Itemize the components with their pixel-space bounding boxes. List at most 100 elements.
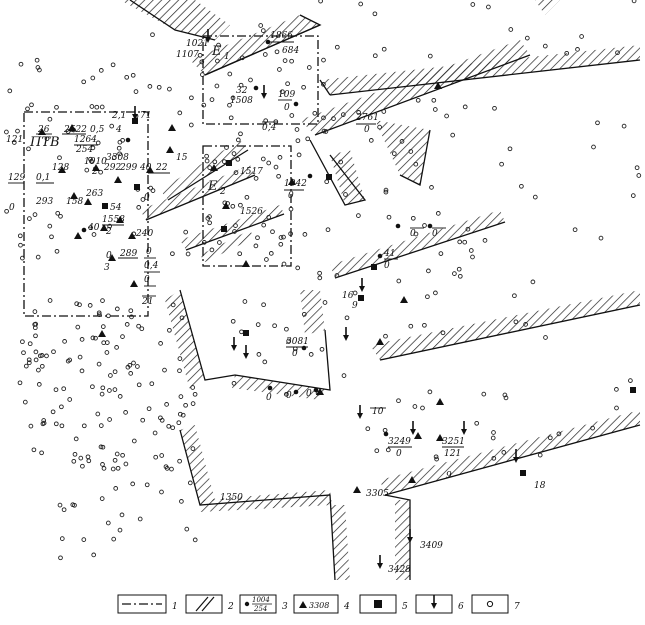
sample-point-icon — [162, 367, 167, 373]
label: 3308 — [106, 153, 129, 163]
label: 2522 — [63, 125, 87, 135]
sample-point-icon — [341, 373, 347, 378]
sample-point-icon — [110, 62, 116, 68]
sample-point-icon — [95, 411, 101, 417]
sample-point-icon — [107, 388, 112, 393]
sample-point-icon — [152, 430, 158, 436]
sample-point-icon — [15, 128, 20, 134]
label: 32 — [236, 86, 248, 96]
sample-point-icon — [260, 156, 266, 162]
label: 254 — [75, 145, 93, 155]
sample-point-icon — [170, 425, 176, 431]
sample-point-icon — [470, 2, 476, 7]
sample-point-icon — [167, 327, 172, 333]
sample-point-icon — [164, 466, 170, 471]
sample-point-icon — [39, 450, 44, 456]
sample-point-icon — [272, 323, 277, 329]
label: 0 — [396, 449, 402, 459]
sample-point-icon — [450, 132, 456, 138]
sample-point-icon — [204, 153, 209, 159]
sample-point-icon — [58, 213, 63, 219]
sample-point-icon — [189, 95, 194, 101]
label: 0 — [144, 275, 150, 285]
sample-point-icon — [179, 499, 184, 504]
sample-point-icon — [89, 104, 95, 109]
sample-point-icon — [412, 404, 418, 409]
sample-point-icon — [207, 165, 213, 170]
sample-point-icon — [426, 268, 431, 274]
sample-point-icon — [513, 319, 519, 325]
sample-point-icon — [492, 105, 497, 111]
dot-icon — [244, 601, 250, 607]
sample-point-icon — [109, 123, 115, 129]
sample-point-icon — [90, 384, 95, 390]
sample-point-icon — [431, 97, 437, 103]
label: 10 — [372, 407, 384, 417]
sample-point-icon — [31, 447, 37, 453]
sample-point-icon — [90, 335, 96, 341]
sample-point-icon — [263, 118, 269, 124]
sample-point-icon — [239, 329, 244, 335]
sample-point-icon — [77, 302, 82, 308]
sample-point-icon — [352, 290, 358, 296]
sample-point-icon — [188, 122, 194, 128]
sample-point-icon — [572, 227, 578, 233]
label: 3428 — [388, 565, 411, 575]
sample-point-icon — [356, 213, 361, 218]
sample-point-icon — [499, 161, 504, 167]
label: 0 — [266, 393, 272, 403]
label: 1264 — [74, 135, 97, 145]
sample-point-icon — [98, 444, 104, 450]
sample-point-icon — [22, 399, 28, 405]
sample-point-icon — [523, 322, 528, 327]
sample-point-icon — [113, 486, 119, 491]
label: 2,1 — [111, 111, 126, 121]
sample-point-icon — [44, 353, 49, 359]
sample-point-icon — [90, 145, 96, 151]
sample-point-icon — [86, 458, 92, 464]
sample-point-icon — [325, 227, 331, 233]
sample-point-icon — [37, 353, 43, 359]
sample-point-icon — [91, 232, 97, 237]
label: 0,1 — [36, 173, 50, 183]
sample-point-icon — [80, 463, 85, 469]
sample-point-icon — [114, 345, 119, 350]
legend: 1 2 1004 254 3 3308 4 5 6 7 — [117, 594, 520, 614]
sample-point-icon — [537, 452, 543, 458]
sample-point-icon — [230, 203, 236, 209]
sample-point-icon — [386, 214, 392, 220]
sample-point-icon — [170, 302, 176, 308]
sample-point-icon — [192, 391, 198, 397]
sample-point-icon — [372, 11, 378, 17]
sample-point-icon — [323, 129, 329, 134]
sample-point-icon — [158, 415, 163, 421]
label: 1517 — [240, 167, 263, 177]
sample-point-icon — [228, 115, 234, 121]
sample-point-icon — [444, 113, 449, 119]
sample-point-icon — [21, 350, 26, 356]
sample-point-icon — [117, 151, 122, 157]
sample-point-icon — [26, 360, 32, 366]
legend-num-6: 6 — [458, 602, 464, 612]
sample-point-icon — [190, 385, 196, 390]
sample-point-icon — [377, 124, 382, 130]
sample-point-icon — [91, 552, 97, 558]
sample-point-icon — [51, 349, 56, 355]
sample-point-icon — [79, 337, 85, 342]
sample-point-icon — [433, 454, 439, 460]
sample-point-icon — [78, 455, 84, 461]
sample-point-icon — [34, 57, 40, 63]
sample-point-icon — [133, 89, 139, 94]
sample-point-icon — [468, 248, 474, 253]
sample-point-icon — [491, 455, 497, 461]
label: 71 — [140, 111, 151, 121]
sample-point-icon — [317, 270, 322, 276]
sample-point-icon — [177, 368, 182, 374]
sample-point-icon — [302, 232, 308, 237]
label: 289 — [119, 249, 137, 259]
hatch-line-icon — [195, 596, 209, 612]
sample-point-icon — [532, 194, 538, 200]
label: 263 — [85, 189, 103, 199]
sample-point-icon — [127, 362, 133, 368]
sample-point-icon — [270, 229, 275, 235]
